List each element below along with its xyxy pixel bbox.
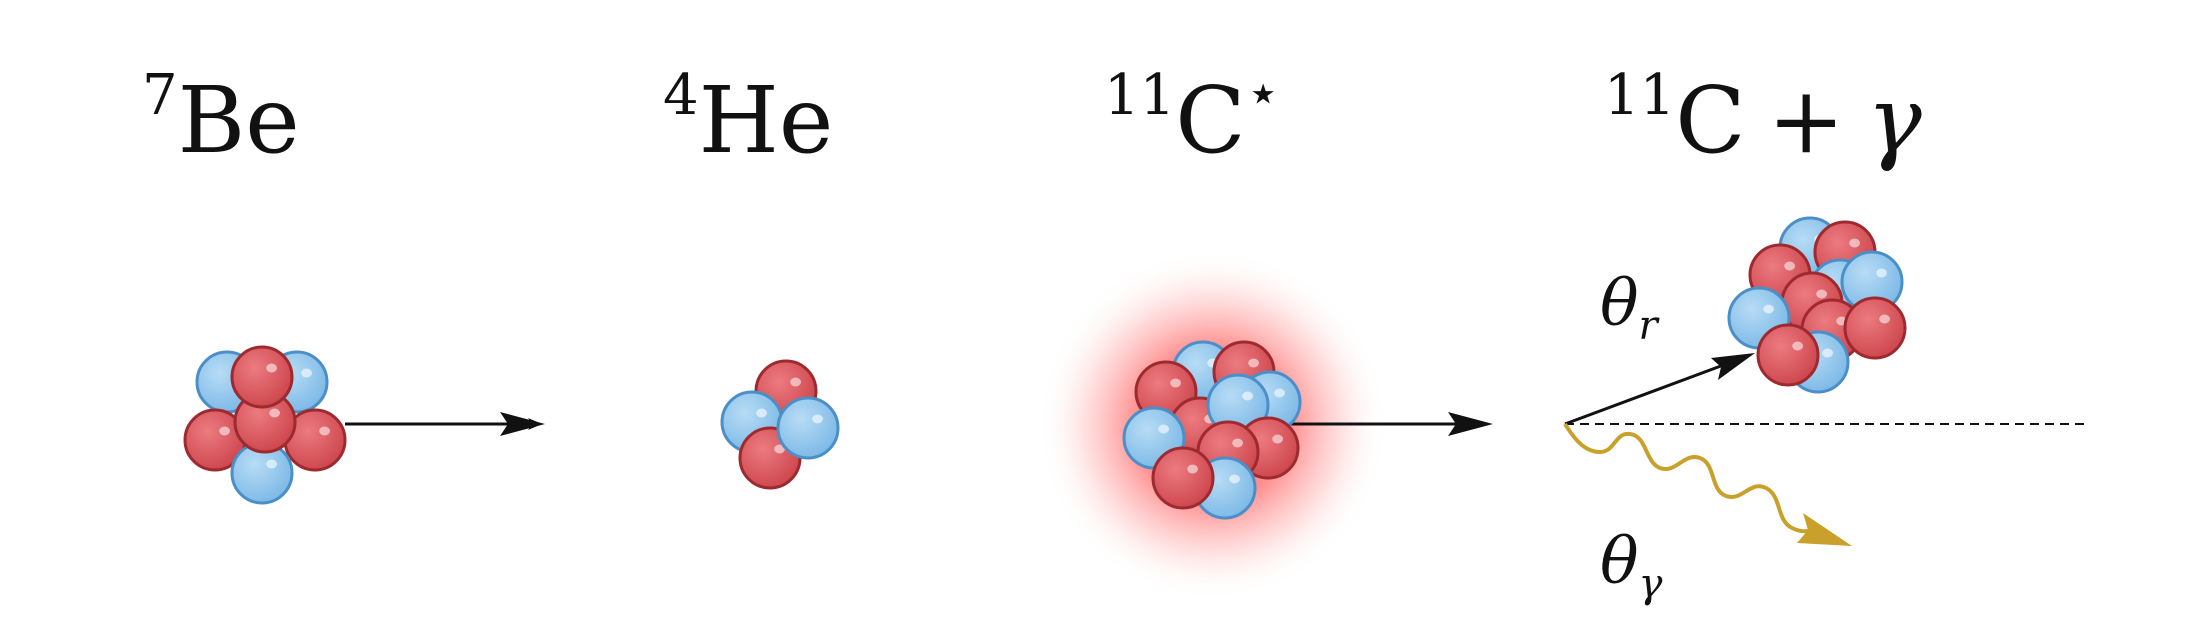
recoil-arrow	[1564, 355, 1746, 426]
recoil-arrow-head	[1711, 353, 1755, 380]
photon-wave	[1563, 422, 1813, 534]
label-c11-excited: 11C⋆	[1104, 66, 1281, 167]
label-he4-symbol: He	[698, 67, 834, 174]
label-c11-gamma-gamma: γ	[1866, 67, 1922, 174]
label-c11-excited-symbol: C	[1175, 67, 1246, 174]
label-c11-gamma: 11C+γ	[1604, 68, 1922, 167]
beam-arrow-c11-head	[1448, 412, 1493, 436]
c11-excited-nucleon-10-proton	[1151, 446, 1215, 510]
be7-nucleon-6-proton	[230, 345, 294, 409]
label-c11-excited-mass: 11	[1104, 63, 1176, 128]
theta-r-sub: r	[1638, 303, 1658, 349]
photon-arrow-head	[1797, 513, 1852, 546]
beam-arrow-be7-head	[500, 412, 545, 436]
nuclei-group	[183, 216, 1907, 520]
label-be7-mass: 7	[142, 63, 178, 128]
theta-gamma-symbol: θ	[1600, 525, 1639, 599]
label-theta-gamma: θγ	[1600, 530, 1662, 604]
c11-final-nucleon-10-proton	[1756, 323, 1820, 387]
label-he4: 4He	[663, 68, 833, 167]
label-c11-gamma-mass: 11	[1604, 63, 1676, 128]
theta-r-symbol: θ	[1600, 267, 1639, 341]
label-c11-gamma-symbol: C	[1675, 67, 1746, 174]
label-be7: 7Be	[142, 68, 300, 167]
label-he4-mass: 4	[663, 63, 699, 128]
label-c11-gamma-plus: +	[1767, 67, 1845, 174]
be7-nucleon-2-proton	[183, 408, 247, 472]
label-c11-excited-star: ⋆	[1245, 61, 1281, 126]
label-theta-r: θr	[1600, 272, 1658, 346]
he4-nucleon-3-neutron	[776, 396, 840, 460]
c11-final-nucleon-8-proton	[1843, 296, 1907, 360]
theta-gamma-sub: γ	[1638, 561, 1663, 607]
label-be7-symbol: Be	[177, 67, 300, 174]
